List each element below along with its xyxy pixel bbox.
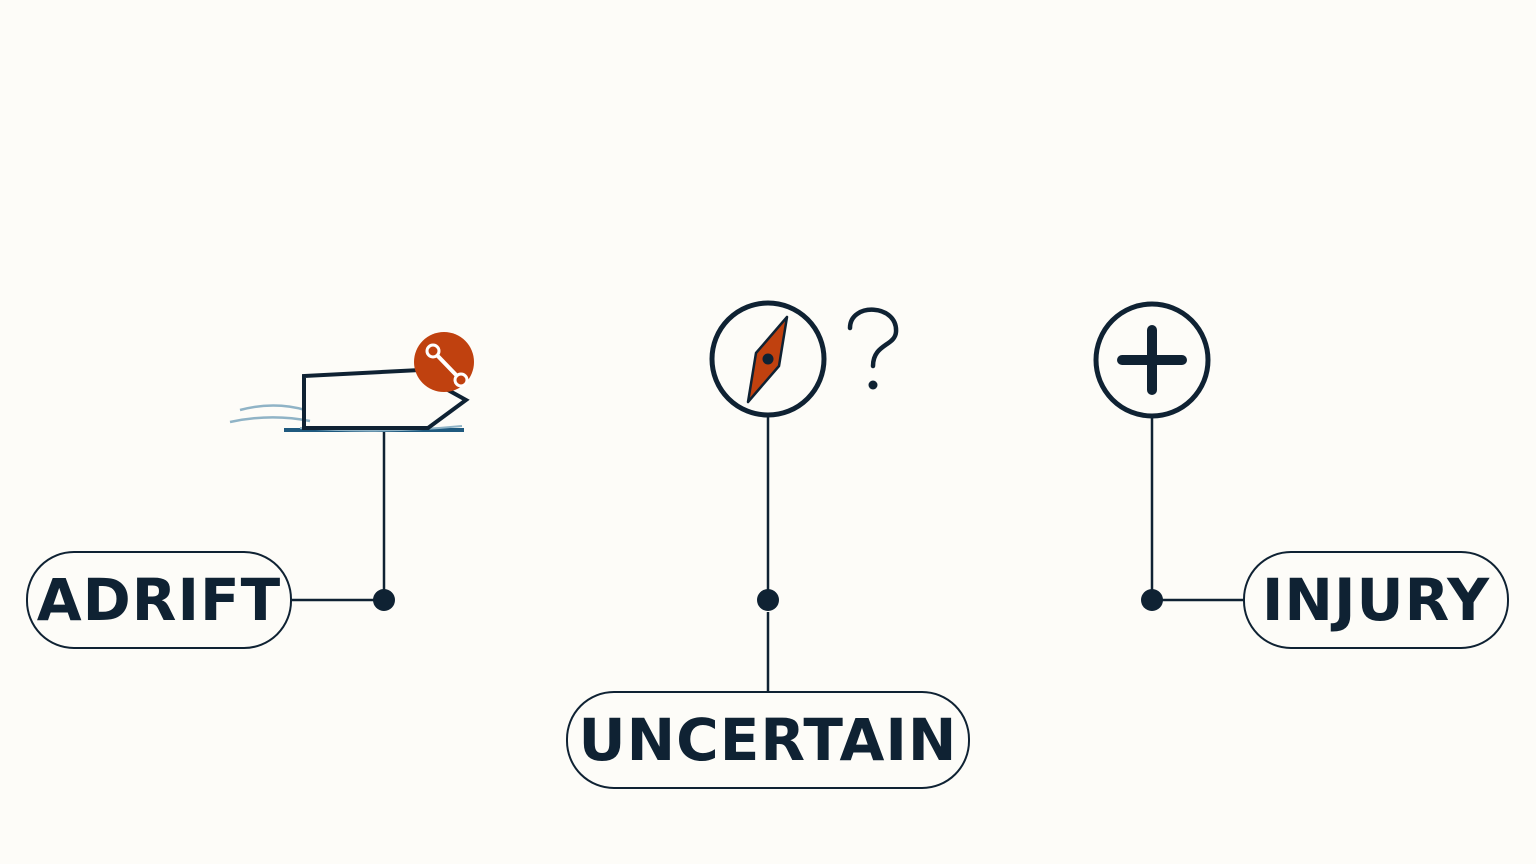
uncertain-label: UNCERTAIN xyxy=(566,691,970,789)
drifting-boat-broken-tiller-icon xyxy=(229,332,474,432)
node-adrift xyxy=(373,589,395,611)
compass-question-icon xyxy=(709,300,899,418)
injury-label: INJURY xyxy=(1243,551,1509,649)
adrift-label: ADRIFT xyxy=(26,551,292,649)
node-uncertain xyxy=(757,589,779,611)
node-injury xyxy=(1141,589,1163,611)
connector-adrift xyxy=(292,430,386,602)
connector-injury xyxy=(1150,416,1243,602)
medical-cross-icon xyxy=(1093,301,1211,419)
